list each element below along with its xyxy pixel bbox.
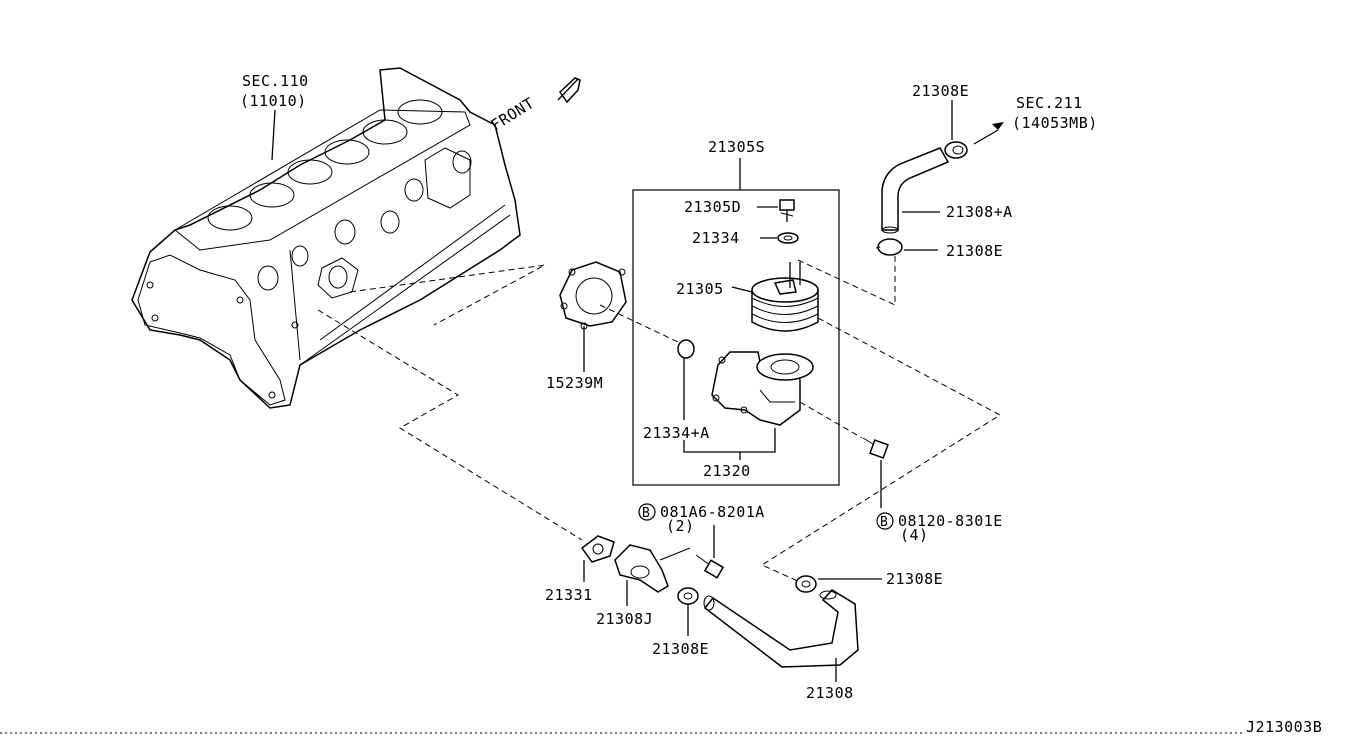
label-bolt-081a6-qty: (2) [666, 517, 695, 535]
label-bolt-08120-8301e: 08120-8301E [898, 512, 1003, 530]
label-bolt-081a6-8201a: 081A6-8201A [660, 503, 765, 521]
bolt-symbol-circle-2 [876, 512, 894, 530]
bolt-08120-8301e [862, 437, 889, 508]
label-sec110-ref: (11010) [240, 92, 307, 110]
hose-21308a [881, 147, 950, 234]
front-arrow: FRONT [488, 77, 581, 135]
clamp-21308e-bottom [677, 587, 699, 636]
label-sec211-ref: (14053MB) [1012, 114, 1098, 132]
label-21308e-mid: 21308E [946, 242, 1003, 260]
bracket-21320 [683, 428, 776, 453]
label-21331: 21331 [545, 586, 593, 604]
label-21308: 21308 [806, 684, 854, 702]
oil-cooler-assembly-box [632, 158, 840, 486]
label-bolt-08120-qty: (4) [900, 526, 929, 544]
dashed-guide-lines [317, 255, 1001, 583]
callout-labels: SEC.110 (11010) SEC.211 (14053MB) 21305S… [240, 72, 1098, 702]
label-21305s: 21305S [708, 138, 765, 156]
label-sec110: SEC.110 [242, 72, 309, 90]
clamp-21308e-top [944, 100, 1004, 159]
label-21308e-top: 21308E [912, 82, 969, 100]
gasket-21331 [580, 535, 615, 582]
oil-cooler-21305 [731, 262, 819, 332]
bolt-symbol-1: B [642, 506, 650, 521]
oil-cooler-housing-21320 [711, 351, 814, 426]
o-ring-21334a [677, 339, 695, 359]
label-21334: 21334 [692, 229, 740, 247]
bolt-21305d [757, 199, 795, 222]
washer-21334 [760, 232, 799, 244]
label-21308e-low: 21308E [886, 570, 943, 588]
engine-block [131, 67, 521, 409]
clamp-21308e-low [795, 575, 882, 593]
label-21305: 21305 [676, 280, 724, 298]
label-15239m: 15239M [546, 374, 603, 392]
label-21334a: 21334+A [643, 424, 710, 442]
label-21308j: 21308J [596, 610, 653, 628]
gasket-15239m [559, 261, 627, 372]
label-21305d: 21305D [684, 198, 741, 216]
clamp-21308e-mid [875, 238, 938, 256]
label-21308a: 21308+A [946, 203, 1013, 221]
label-21308e-bottom: 21308E [652, 640, 709, 658]
hose-21308 [703, 589, 859, 682]
label-sec211: SEC.211 [1016, 94, 1083, 112]
bolt-081a6-8201a [659, 525, 725, 579]
pipe-21308j [614, 544, 669, 606]
label-21320: 21320 [703, 462, 751, 480]
bolt-symbol-circle-1 [638, 503, 656, 521]
diagram-id: J213003B [1246, 718, 1322, 736]
bolt-symbol-2: B [880, 515, 888, 530]
front-label: FRONT [488, 94, 538, 135]
